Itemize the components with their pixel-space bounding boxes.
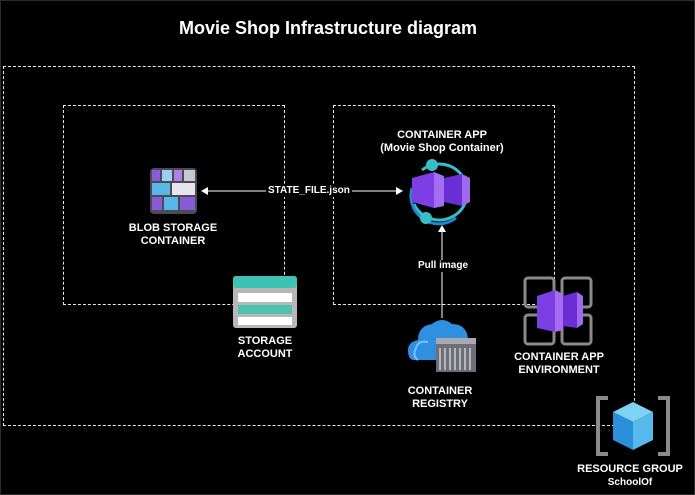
container-app-environment-icon (523, 276, 593, 346)
blob-storage-icon (150, 168, 197, 214)
container-app-environment-boundary (333, 105, 555, 305)
storage-account-boundary (63, 105, 285, 305)
container-registry-icon (408, 320, 476, 372)
storage-account-icon (233, 276, 297, 328)
container-app-icon (409, 159, 470, 226)
state-file-label: STATE_FILE.json (266, 185, 352, 197)
resource-group-boundary (3, 66, 635, 426)
resource-group-icon (596, 396, 670, 456)
pull-image-label: Pull image (416, 260, 471, 272)
container-app-label: CONTAINER APP(Movie Shop Container) (380, 129, 504, 154)
diagram-title: Movie Shop Infrastructure diagram (178, 18, 478, 38)
